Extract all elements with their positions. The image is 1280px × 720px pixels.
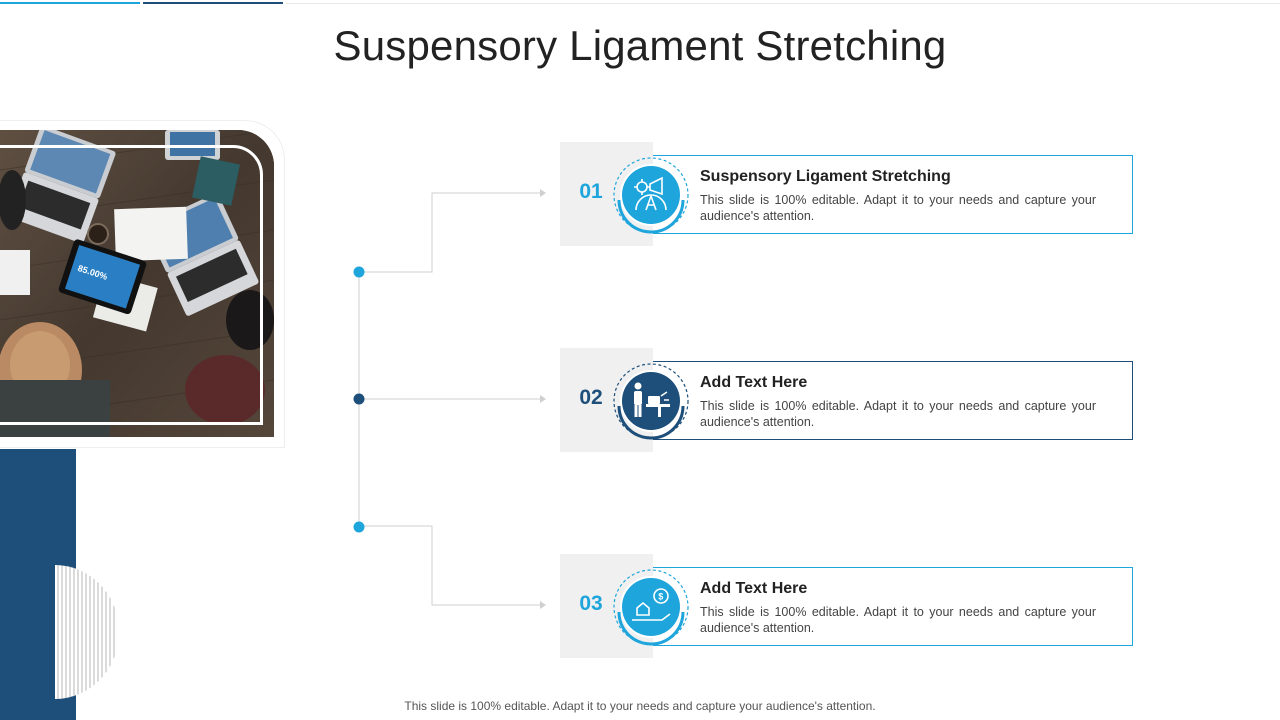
top-accent-segment-light	[0, 2, 140, 4]
text-card	[653, 155, 1133, 234]
step-heading: Add Text Here	[700, 580, 808, 597]
arrow-head-2	[540, 395, 546, 403]
step-heading: Suspensory Ligament Stretching	[700, 168, 951, 185]
footer-note: This slide is 100% editable. Adapt it to…	[404, 699, 876, 713]
step-number: 02	[579, 386, 603, 409]
connector-branch-3	[359, 525, 540, 606]
step-description: This slide is 100% editable. Adapt it to…	[700, 193, 1096, 223]
top-accent-segment-dark	[143, 2, 283, 4]
arrow-head-1	[540, 189, 546, 197]
photo-inner-border	[0, 145, 263, 425]
meeting-illustration: 85.00%	[0, 130, 274, 437]
connector-dot-1	[353, 266, 365, 278]
top-accent-bar	[0, 0, 1280, 5]
connector-dot-2	[353, 393, 365, 405]
svg-text:$: $	[658, 592, 663, 602]
step-heading: Add Text Here	[700, 374, 808, 391]
top-accent-line	[286, 3, 1280, 4]
arrow-head-3	[540, 601, 546, 609]
text-card	[653, 361, 1133, 440]
striped-semicircle-decoration	[55, 565, 119, 699]
step-item-3: 03 $ Add Text Here This slide is 100% ed…	[560, 554, 1135, 658]
connector-tree	[353, 189, 546, 609]
text-card	[653, 567, 1133, 646]
connector-branch-1	[359, 192, 540, 273]
step-number: 03	[579, 592, 603, 615]
slide-title: Suspensory Ligament Stretching	[333, 22, 947, 69]
hand-house-dollar-icon: $	[612, 568, 690, 646]
step-description: This slide is 100% editable. Adapt it to…	[700, 605, 1096, 635]
step-number: 01	[579, 180, 603, 203]
step-item-2: 02 Add Text Here This slide is 100% edit…	[560, 348, 1135, 452]
meeting-photo: 85.00%	[0, 130, 274, 437]
connector-dot-3	[353, 521, 365, 533]
megaphone-gear-icon	[612, 156, 690, 234]
step-description: This slide is 100% editable. Adapt it to…	[700, 399, 1096, 429]
presenter-icon	[612, 362, 690, 440]
step-item-1: 01 Suspensory Ligament Stretching This s…	[560, 142, 1135, 246]
